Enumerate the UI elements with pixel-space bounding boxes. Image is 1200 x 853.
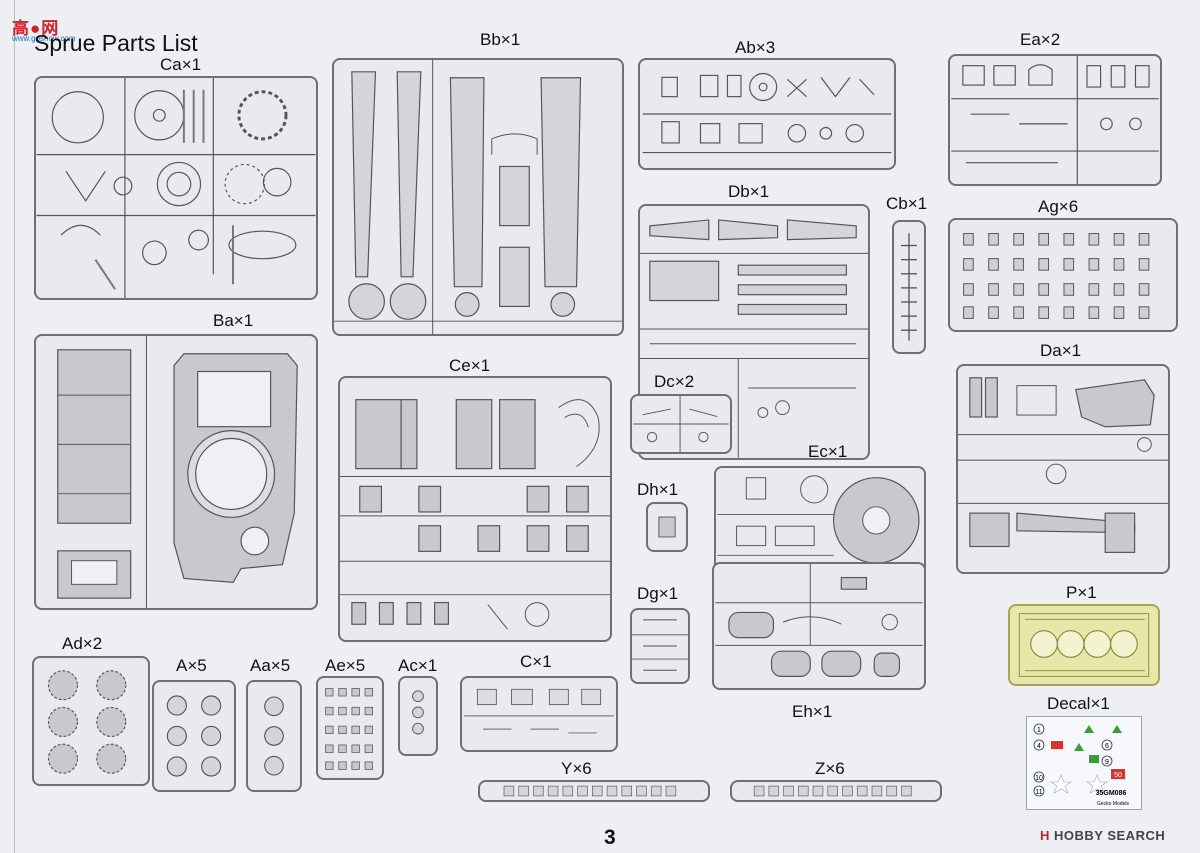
label-dg: Dg×1	[637, 584, 679, 603]
page-binding-line	[14, 0, 15, 853]
sprue-a	[152, 680, 236, 792]
decal-number-10: 10	[1035, 775, 1043, 782]
decal-number-9: 9	[1105, 759, 1109, 766]
sprue-cb	[892, 220, 926, 354]
sprue-ca	[34, 76, 318, 300]
sprue-db	[638, 204, 870, 460]
sprue-z-parts	[753, 785, 912, 797]
sprue-p-parts	[1018, 613, 1150, 677]
sprue-cb-parts	[901, 233, 917, 341]
label-ad: Ad×2	[62, 634, 103, 653]
label-decal: Decal×1	[1047, 694, 1110, 713]
sprue-ce	[338, 376, 612, 642]
sprue-ag	[948, 218, 1178, 332]
decal-sheet: 1 4 6 9 10 11 50 35GM086 Gecko Models	[1026, 716, 1142, 810]
label-ae: Ae×5	[325, 656, 366, 675]
sprue-ad	[32, 656, 150, 786]
sprue-ca-parts	[36, 78, 316, 298]
sprue-ce-parts	[340, 399, 610, 630]
sprue-dh	[646, 502, 688, 552]
sprue-ea-parts	[951, 56, 1159, 184]
sprue-da	[956, 364, 1170, 574]
label-cb: Cb×1	[886, 194, 928, 213]
sprue-ag-parts	[963, 233, 1150, 319]
label-ec: Ec×1	[808, 442, 848, 461]
page-title: Sprue Parts List	[34, 30, 198, 56]
decal-code: 35GM086	[1096, 790, 1127, 797]
decal-number-6: 6	[1105, 743, 1109, 750]
logo-text: 高●网	[12, 19, 60, 38]
sprue-a-parts	[166, 695, 222, 777]
hobby-search-logo-icon: H	[1040, 828, 1050, 843]
decal-number-11: 11	[1035, 789, 1042, 796]
label-dh: Dh×1	[637, 480, 679, 499]
decal-marking-50: 50	[1114, 772, 1122, 779]
sprue-z-track	[730, 780, 942, 802]
sprue-ba	[34, 334, 318, 610]
label-ac: Ac×1	[398, 656, 438, 675]
label-ag: Ag×6	[1038, 197, 1079, 216]
sprue-bb	[332, 58, 624, 336]
sprue-ac	[398, 676, 438, 756]
sprue-ba-parts	[57, 336, 298, 608]
sprue-p-photoetch	[1008, 604, 1160, 686]
hobby-search-watermark: H HOBBY SEARCH	[1040, 828, 1165, 843]
label-aa: Aa×5	[250, 656, 291, 675]
sprue-c-parts	[464, 688, 614, 734]
sprue-eh	[712, 562, 926, 690]
label-ba: Ba×1	[213, 311, 254, 330]
label-y: Y×6	[561, 759, 592, 778]
label-a: A×5	[176, 656, 207, 675]
sprue-ab-parts	[642, 72, 892, 154]
label-c: C×1	[520, 652, 552, 671]
sprue-ea	[948, 54, 1162, 186]
label-p: P×1	[1066, 583, 1097, 602]
sprue-bb-parts	[334, 60, 622, 334]
sprue-aa	[246, 680, 302, 792]
watermark-text: HOBBY SEARCH	[1054, 828, 1166, 843]
sprue-ac-parts	[412, 690, 424, 735]
sprue-ab	[638, 58, 896, 170]
label-db: Db×1	[728, 182, 770, 201]
sprue-da-parts	[958, 377, 1168, 553]
sprue-ae	[316, 676, 384, 780]
label-dc: Dc×2	[654, 372, 695, 391]
label-ca: Ca×1	[160, 55, 202, 74]
decal-number-4: 4	[1037, 743, 1041, 750]
sprue-aa-parts	[264, 696, 284, 776]
decal-brand: Gecko Models	[1097, 801, 1129, 807]
sprue-db-parts	[640, 219, 868, 458]
sprue-ae-parts	[325, 688, 373, 770]
site-logo: 高●网 www.goshow.com	[6, 8, 76, 43]
logo-url: www.goshow.com	[12, 34, 76, 43]
label-ce: Ce×1	[449, 356, 491, 375]
label-bb: Bb×1	[480, 30, 521, 49]
label-ea: Ea×2	[1020, 30, 1061, 49]
label-z: Z×6	[815, 759, 845, 778]
sprue-c	[460, 676, 618, 752]
sprue-dc-parts	[633, 396, 729, 452]
label-eh: Eh×1	[792, 702, 833, 721]
decal-markings: 1 4 6 9 10 11 50 35GM086 Gecko Models	[1033, 723, 1129, 807]
sprue-ad-parts	[47, 670, 127, 774]
label-ab: Ab×3	[735, 38, 776, 57]
sprue-dg	[630, 608, 690, 684]
sprue-ec-parts	[717, 475, 923, 566]
page-number: 3	[604, 826, 616, 849]
sprue-eh-parts	[715, 564, 923, 677]
sprue-y-parts	[503, 785, 677, 797]
sprue-dg-parts	[632, 619, 688, 671]
sprue-dc	[630, 394, 732, 454]
sprue-y-track	[478, 780, 710, 802]
decal-number-1: 1	[1037, 727, 1041, 734]
label-da: Da×1	[1040, 341, 1082, 360]
sprue-dh-parts	[658, 516, 676, 538]
